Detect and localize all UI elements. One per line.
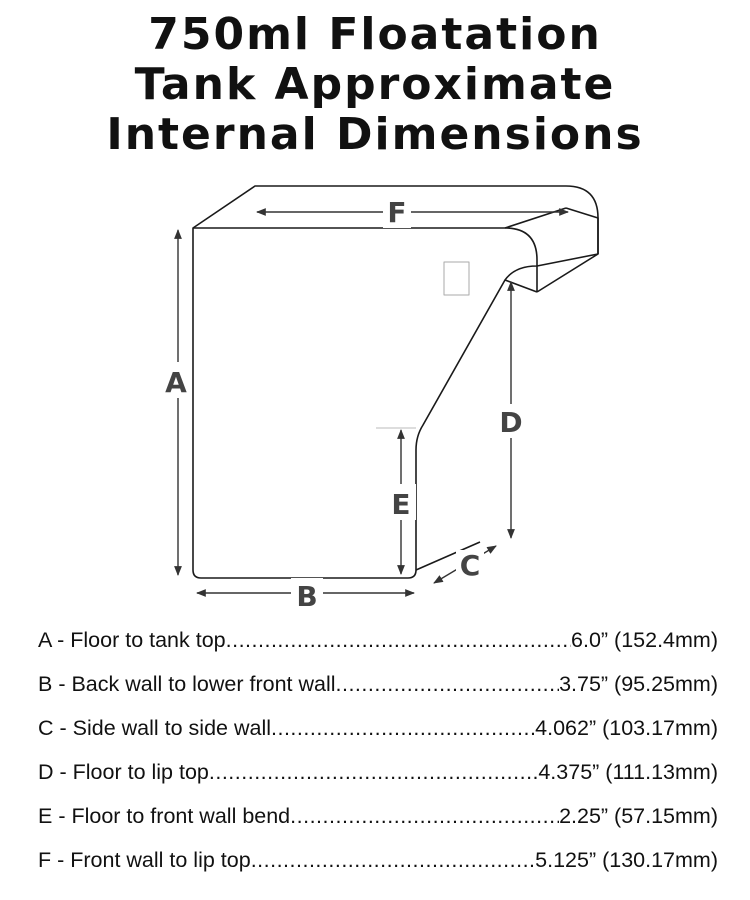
legend-row-a: A - Floor to tank top 6.0” (152.4mm) <box>38 622 718 666</box>
label-e: E <box>391 488 410 521</box>
legend-value-c: 4.062” (103.17mm) <box>535 716 718 740</box>
dimension-arrows <box>174 208 569 597</box>
legend-label-a: A - Floor to tank top <box>38 628 226 652</box>
tank-window <box>443 261 470 296</box>
label-f: F <box>387 196 406 229</box>
tank-lip-inner <box>504 207 599 292</box>
legend-label-b: B - Back wall to lower front wall <box>38 672 336 696</box>
legend-value-b: 3.75” (95.25mm) <box>559 672 718 696</box>
legend-row-d: D - Floor to lip top 4.375” (111.13mm) <box>38 754 718 798</box>
label-d: D <box>499 406 522 439</box>
leader-dots <box>290 798 559 834</box>
legend-label-d: D - Floor to lip top <box>38 760 209 784</box>
legend-label-e: E - Floor to front wall bend <box>38 804 291 828</box>
leader-dots <box>271 710 535 746</box>
dimension-legend: A - Floor to tank top 6.0” (152.4mm) B -… <box>38 622 718 886</box>
dimension-label-bgs <box>163 196 526 610</box>
title-line-3: Internal Dimensions <box>106 109 644 160</box>
tank-diagram: A B C D E F <box>163 185 599 613</box>
legend-value-a: 6.0” (152.4mm) <box>571 628 718 652</box>
legend-value-d: 4.375” (111.13mm) <box>538 760 718 784</box>
legend-row-f: F - Front wall to lip top 5.125” (130.17… <box>38 842 718 886</box>
title-line-1: 750ml Floatation <box>148 9 602 60</box>
legend-row-b: B - Back wall to lower front wall 3.75” … <box>38 666 718 710</box>
label-c: C <box>460 549 481 582</box>
leader-dots <box>336 666 560 702</box>
tank-front-face <box>192 227 538 579</box>
legend-label-c: C - Side wall to side wall <box>38 716 272 740</box>
leader-dots <box>226 622 571 658</box>
dimension-labels: A B C D E F <box>165 196 522 613</box>
legend-value-f: 5.125” (130.17mm) <box>535 848 718 872</box>
legend-row-e: E - Floor to front wall bend 2.25” (57.1… <box>38 798 718 842</box>
diagram-title: 750ml Floatation Tank Approximate Intern… <box>0 10 750 160</box>
leader-dots <box>209 754 538 790</box>
title-line-2: Tank Approximate <box>134 59 616 110</box>
legend-label-f: F - Front wall to lip top <box>38 848 251 872</box>
leader-dots <box>251 842 535 878</box>
legend-value-e: 2.25” (57.15mm) <box>559 804 718 828</box>
label-b: B <box>296 580 317 613</box>
label-a: A <box>165 366 187 399</box>
legend-row-c: C - Side wall to side wall 4.062” (103.1… <box>38 710 718 754</box>
